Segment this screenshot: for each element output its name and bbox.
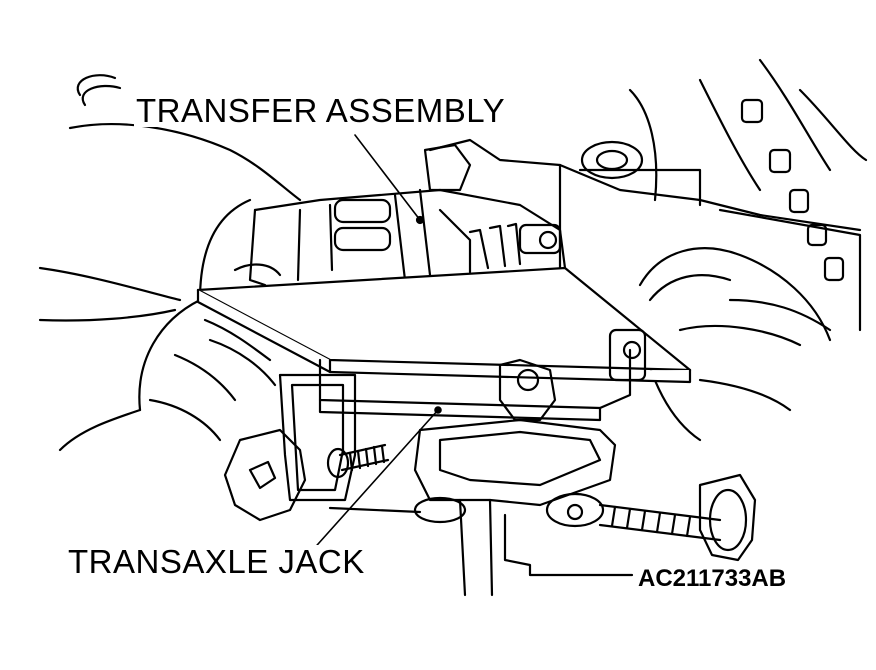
transfer-assembly-drawing bbox=[248, 143, 567, 287]
transfer-assembly-label: TRANSFER ASSEMBLY bbox=[134, 92, 508, 129]
right-hand-drawing bbox=[638, 247, 832, 442]
jack-cradle-plate bbox=[196, 266, 692, 384]
left-clamp-screw bbox=[223, 428, 390, 522]
body-fasteners bbox=[580, 98, 845, 282]
leader-lines bbox=[309, 134, 442, 554]
vehicle-body-outline bbox=[38, 58, 868, 332]
right-clamp-screw bbox=[598, 473, 757, 562]
transaxle-jack-drawing bbox=[278, 328, 647, 597]
left-hand-drawing bbox=[58, 198, 282, 452]
transaxle-jack-label: TRANSAXLE JACK bbox=[66, 543, 367, 580]
figure-code-label: AC211733AB bbox=[638, 565, 787, 592]
